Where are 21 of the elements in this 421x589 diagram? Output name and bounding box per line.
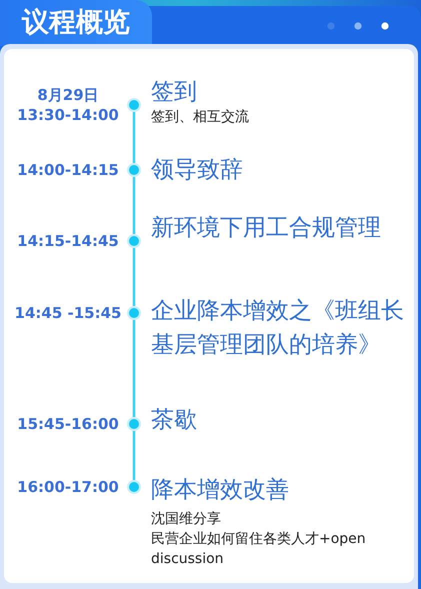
agenda-title: 降本增效改善 (151, 476, 290, 505)
time-label: 16:00-17:00 (16, 477, 120, 497)
agenda-note: 民营企业如何留住各类人才+open discussion (151, 530, 367, 569)
agenda-title: 签到 (151, 78, 198, 107)
agenda-title: 茶歇 (151, 406, 198, 435)
time-label: 14:00-14:15 (16, 160, 120, 180)
time-label: 15:45-16:00 (16, 414, 120, 434)
time-label: 8月29日 13:30-14:00 (16, 85, 120, 125)
timeline-line (132, 177, 136, 234)
timeline-line (132, 320, 136, 417)
title: 议程概览 (22, 6, 130, 40)
timeline-line (132, 112, 136, 163)
timeline-line (132, 248, 136, 306)
agenda-note: 沈国维分享 (151, 510, 222, 529)
agenda-title: 新环境下用工合规管理 (151, 214, 382, 243)
agenda-note: 签到、相互交流 (151, 108, 250, 127)
timeline-line (132, 431, 136, 480)
agenda-title: 领导致辞 (151, 156, 244, 185)
agenda-title: 企业降本增效之《班组长基层管理团队的培养》 (151, 297, 405, 360)
time-label: 14:15-14:45 (16, 231, 120, 251)
time-label: 14:45 -15:45 (14, 303, 122, 323)
